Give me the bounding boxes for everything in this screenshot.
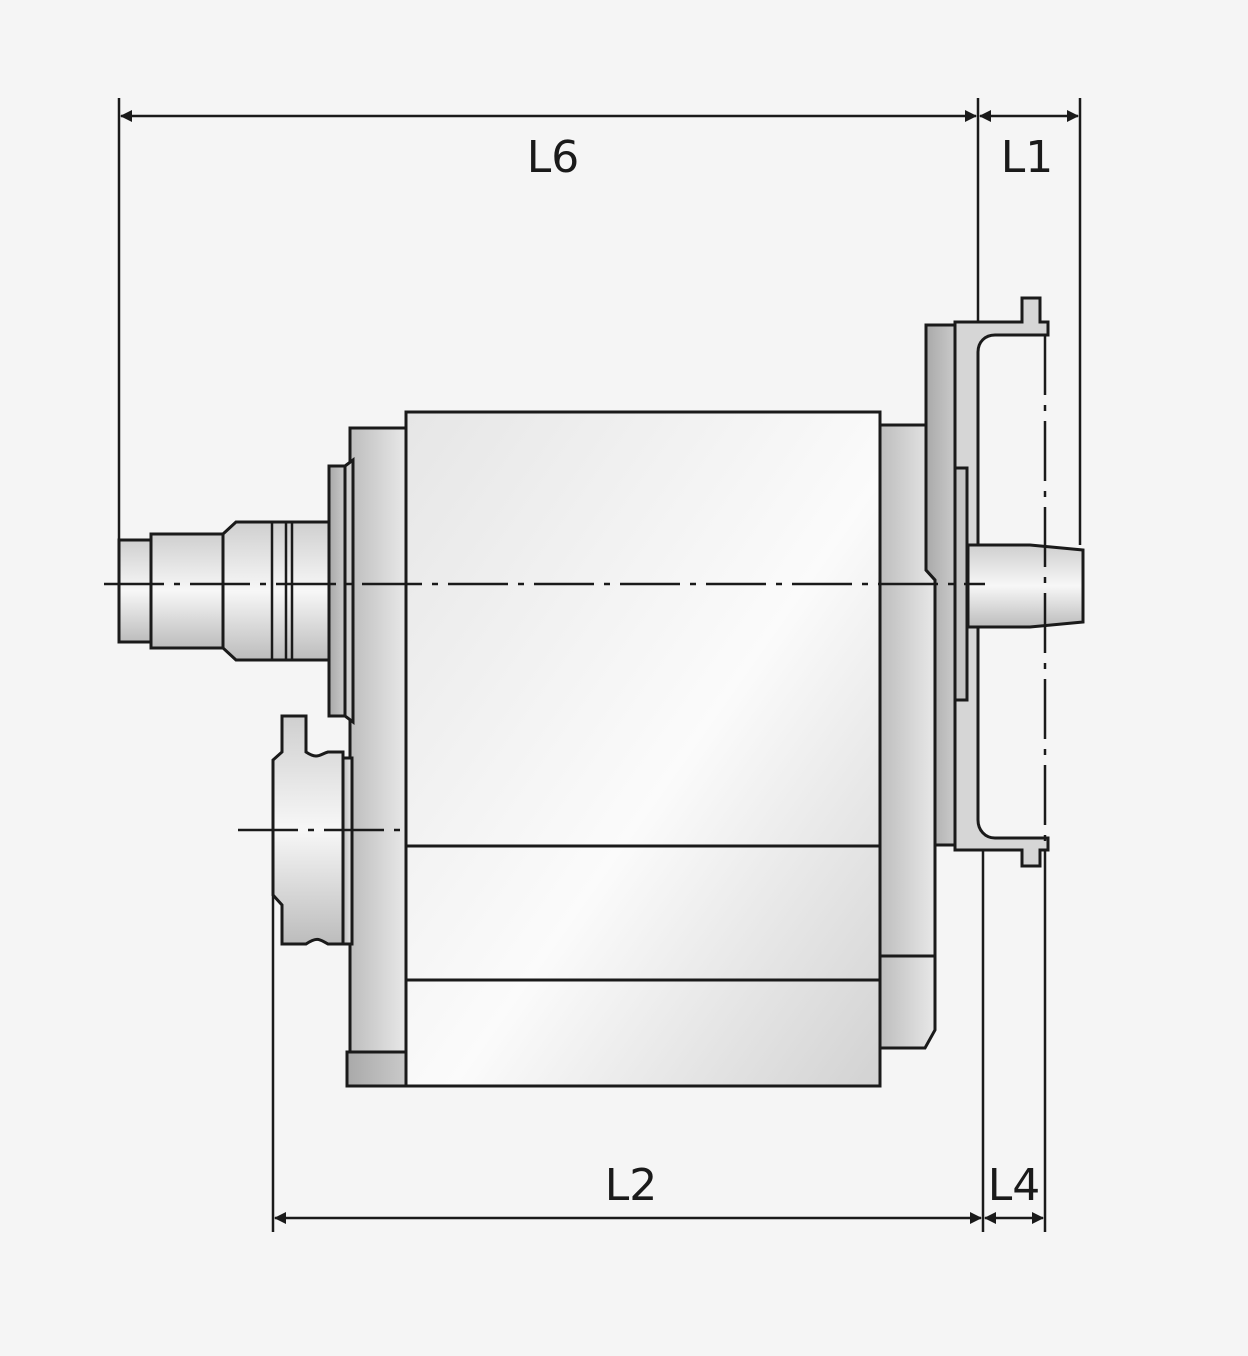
shaft-collar xyxy=(221,520,332,662)
rear-cover xyxy=(348,426,408,1060)
main-housing xyxy=(404,410,882,1088)
dimension-label-l1: L1 xyxy=(1001,132,1054,183)
seal-plate-lip xyxy=(343,457,355,725)
rear-cover-foot xyxy=(345,1050,409,1088)
drive-shaft xyxy=(966,543,1085,629)
seal-plate xyxy=(327,464,347,718)
shaft-section xyxy=(149,532,225,650)
shaft-end xyxy=(117,538,153,644)
pump-assembly xyxy=(117,296,1085,1088)
pulley-hub xyxy=(341,756,354,946)
dimension-label-l4: L4 xyxy=(988,1160,1041,1211)
dimension-label-l2: L2 xyxy=(605,1160,658,1211)
dimension-label-l6: L6 xyxy=(527,132,580,183)
